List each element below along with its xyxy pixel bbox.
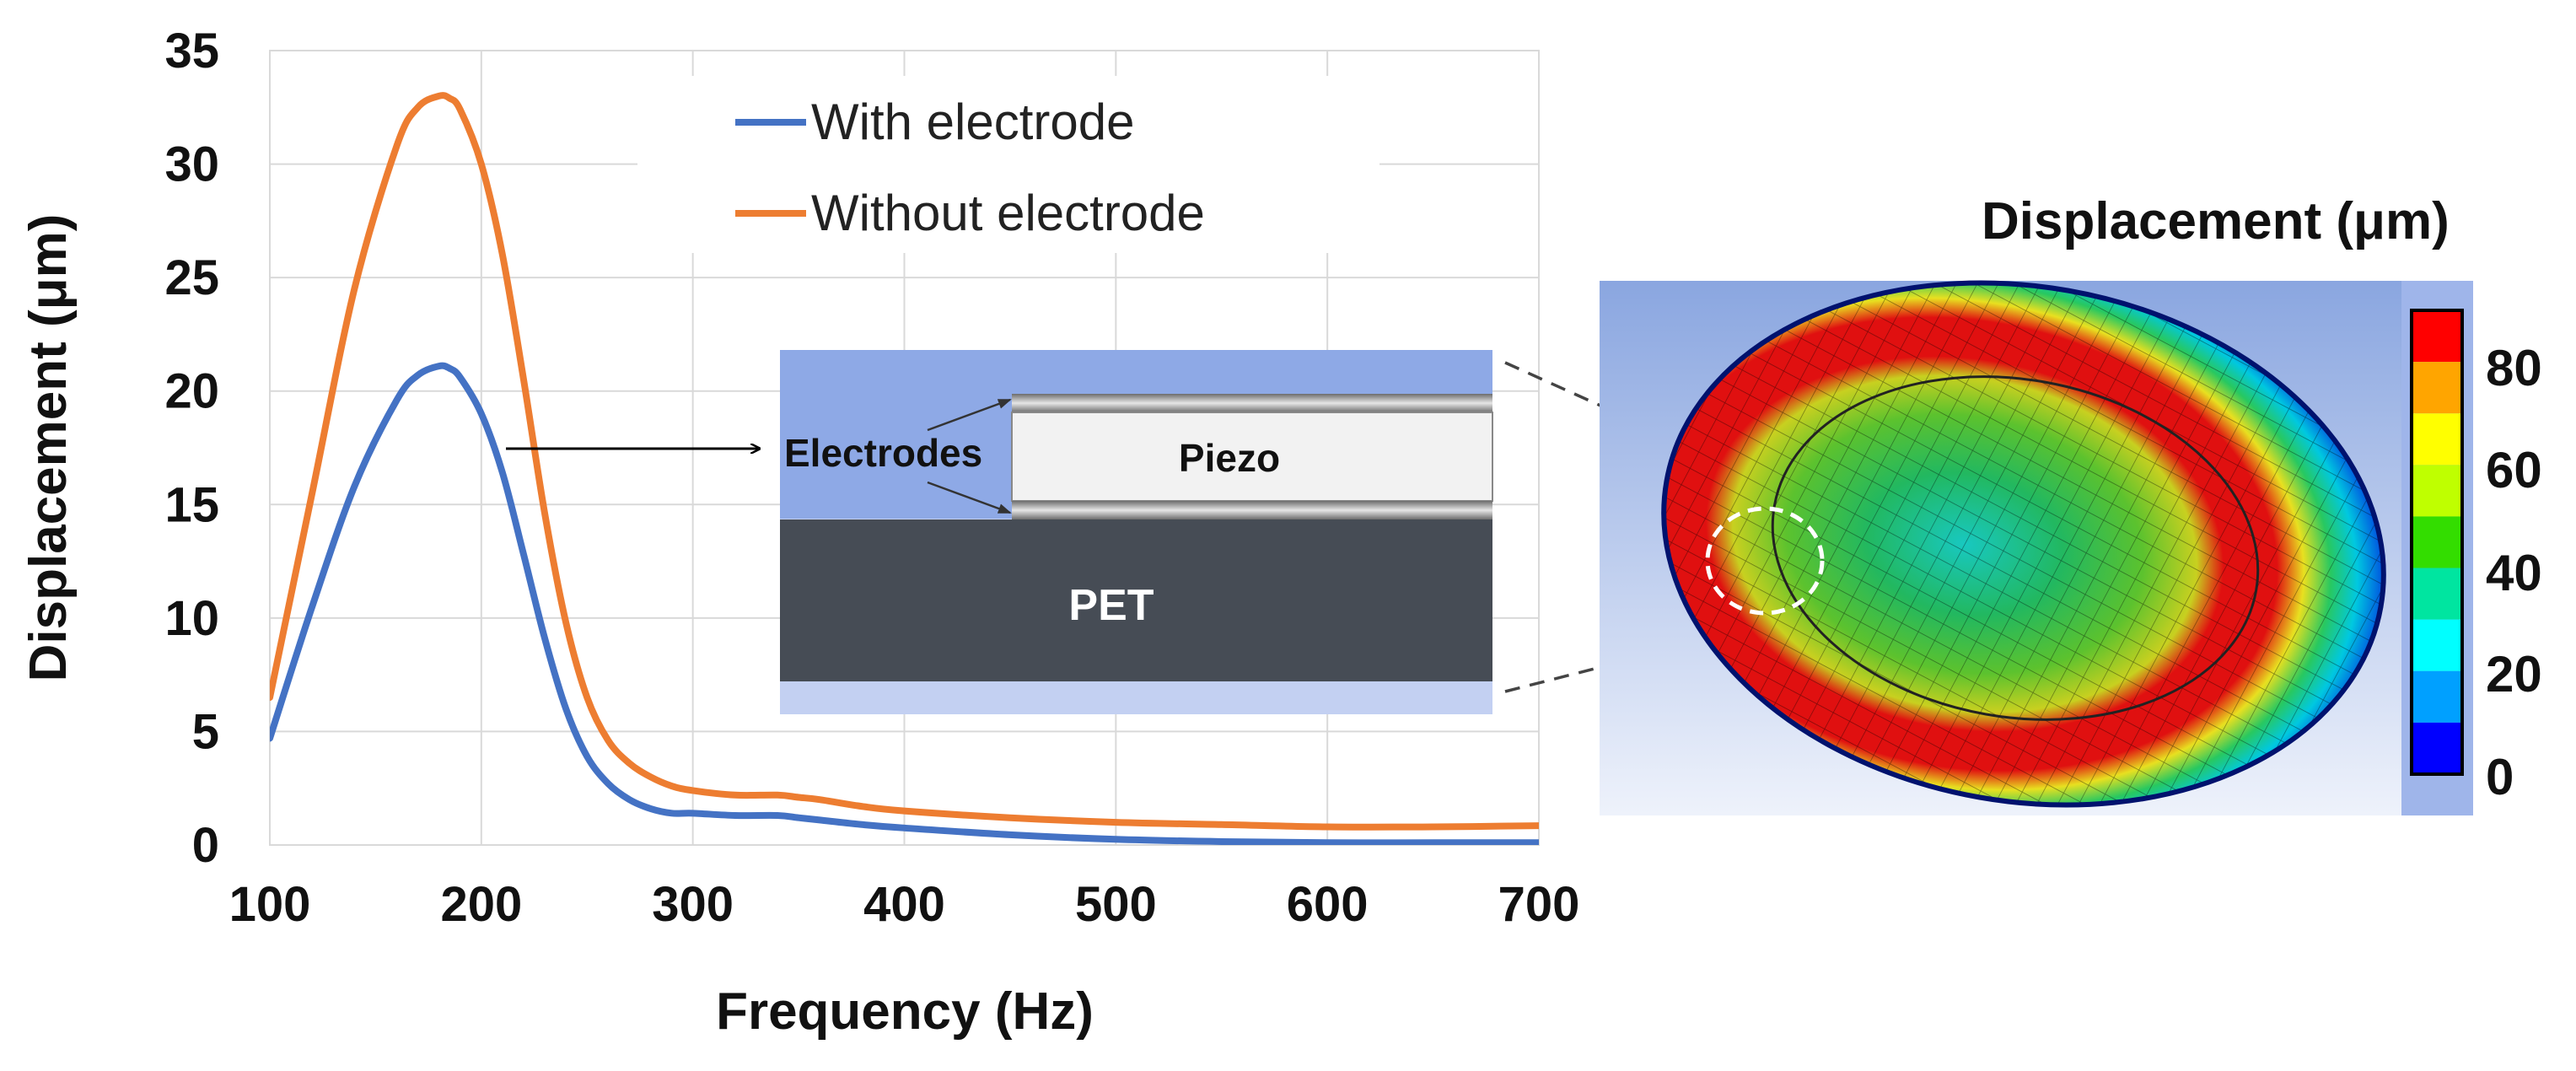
top-electrode (1012, 394, 1492, 412)
series-lines (270, 92, 1539, 845)
x-tick-label: 100 (229, 877, 311, 932)
electrodes-label: Electrodes (784, 431, 982, 475)
y-tick-label: 5 (192, 704, 219, 759)
cross-section-inset: Electrodes Piezo PET (780, 350, 1493, 714)
y-tick-label: 0 (192, 818, 219, 873)
y-tick-label: 35 (164, 24, 219, 78)
x-tick-labels: 100 200 300 400 500 600 700 (229, 877, 1580, 932)
contour-title: Displacement (μm) (1982, 192, 2450, 250)
y-tick-label: 30 (164, 137, 219, 192)
x-tick-label: 500 (1075, 877, 1157, 932)
colorbar-swatch (2412, 362, 2462, 414)
colorbar-swatch (2412, 619, 2462, 671)
piezo-layer (1011, 412, 1493, 502)
connector-top (1504, 361, 1721, 461)
colorbar-swatch (2412, 310, 2462, 363)
outer-ring (1661, 280, 2386, 808)
inner-boundary (1771, 375, 2260, 721)
colorbar-swatch (2412, 722, 2462, 774)
pet-label: PET (1068, 581, 1154, 630)
colorbar-swatch (2412, 465, 2462, 517)
colorbar-tick-label: 0 (2486, 749, 2514, 805)
contour-plot: Displacement (μm) 80 60 40 20 0 (1600, 192, 2542, 815)
legend-background (637, 76, 1379, 253)
colorbar-tick-label: 80 (2486, 340, 2542, 396)
colorbar-frame (2410, 309, 2464, 776)
y-axis-title: Displacement (μm) (19, 214, 78, 682)
x-axis-title: Frequency (Hz) (716, 982, 1094, 1041)
x-tick-label: 300 (652, 877, 734, 932)
legend-label-without-electrode: Without electrode (811, 185, 1205, 241)
piezo-label: Piezo (1179, 436, 1280, 480)
x-tick-label: 200 (440, 877, 522, 932)
legend-label-with-electrode: With electrode (811, 94, 1135, 150)
colorbar-tick-label: 40 (2486, 545, 2542, 601)
x-tick-label: 400 (863, 877, 945, 932)
x-tick-label: 600 (1287, 877, 1369, 932)
series-line-without-electrode (270, 92, 1539, 831)
zoom-highlight-circle (1705, 506, 1825, 616)
electrode-pointer-bottom (927, 481, 1012, 514)
legend: With electrode Without electrode (637, 76, 1379, 253)
y-tick-labels: 0 5 10 15 20 25 30 35 (164, 24, 219, 873)
bottom-electrode (1012, 501, 1492, 519)
electrode-pointer-top (927, 398, 1012, 432)
y-tick-label: 20 (164, 364, 219, 419)
series-line-with-electrode (270, 362, 1539, 845)
x-tick-label: 700 (1498, 877, 1580, 932)
colorbar-swatch (2412, 568, 2462, 620)
colorbar-tick-label: 60 (2486, 442, 2542, 498)
y-tick-label: 15 (164, 477, 219, 532)
colorbar-swatch (2412, 516, 2462, 568)
y-tick-label: 25 (164, 250, 219, 305)
y-tick-label: 10 (164, 591, 219, 646)
colorbar-swatch (2412, 670, 2462, 723)
colorbar-tick-label: 20 (2486, 646, 2542, 702)
pet-layer (780, 519, 1492, 681)
colorbar (2410, 309, 2464, 776)
colorbar-swatch (2412, 413, 2462, 466)
colorbar-tick-labels: 80 60 40 20 0 (2486, 340, 2542, 805)
